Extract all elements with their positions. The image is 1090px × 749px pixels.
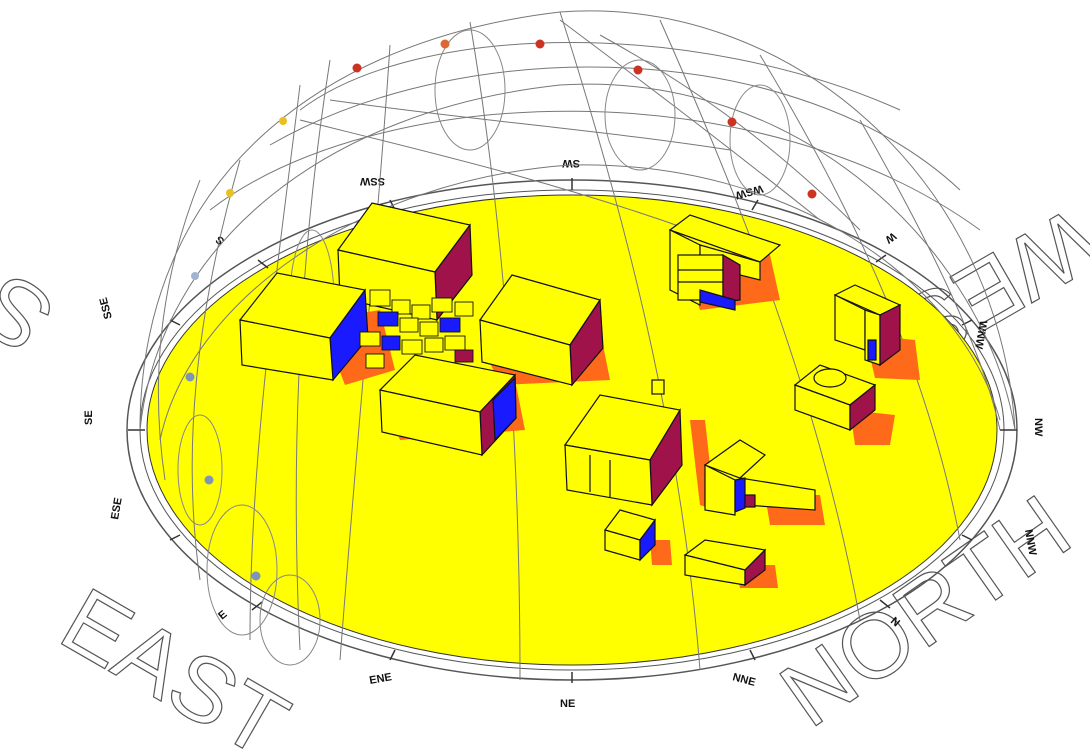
compass-wnw: WNW (972, 319, 989, 350)
sun-dot (535, 39, 545, 49)
compass-ne: NE (560, 698, 575, 710)
compass-e: E (216, 608, 229, 622)
compass-nw: NW (1032, 418, 1044, 437)
compass-ese: ESE (109, 497, 125, 521)
building-se-1 (703, 439, 816, 516)
sun-positions (185, 39, 817, 581)
building-cross-south (378, 354, 517, 457)
building-cross-north (336, 202, 473, 322)
label-south: SOUTH (0, 104, 71, 372)
compass-se: SE (83, 410, 95, 425)
sun-dot (807, 189, 817, 199)
label-east: EAST (45, 569, 304, 749)
building-ne-3 (793, 364, 877, 432)
compass-nnw: NNW (1022, 528, 1038, 557)
sun-dot (251, 571, 261, 581)
buildings (238, 202, 902, 587)
sun-dot (352, 63, 362, 73)
sun-dot (191, 272, 199, 280)
sun-dot (440, 39, 450, 49)
compass-sw: SW (562, 157, 580, 169)
building-cross-west (238, 272, 369, 382)
building-center-large (563, 379, 683, 507)
sun-dot (633, 65, 643, 75)
compass-ene: ENE (368, 671, 392, 687)
building-cross-east (479, 274, 604, 387)
sun-path-loops (177, 29, 791, 666)
building-se-3 (683, 539, 767, 587)
compass-sse: SSE (98, 296, 115, 320)
compass-w: W (882, 230, 898, 246)
sun-dot (226, 189, 234, 197)
sun-dot (279, 117, 287, 125)
sun-dot (727, 117, 737, 127)
sun-dot (204, 475, 214, 485)
sun-dot (185, 372, 195, 382)
building-cross-core (359, 289, 474, 369)
building-ne-1 (668, 214, 782, 311)
sky-dome-grid (139, 10, 1016, 681)
compass-ssw: SSW (359, 175, 385, 187)
compass-nne: NNE (731, 671, 757, 689)
building-ne-2 (833, 284, 902, 367)
building-se-2 (603, 509, 657, 562)
